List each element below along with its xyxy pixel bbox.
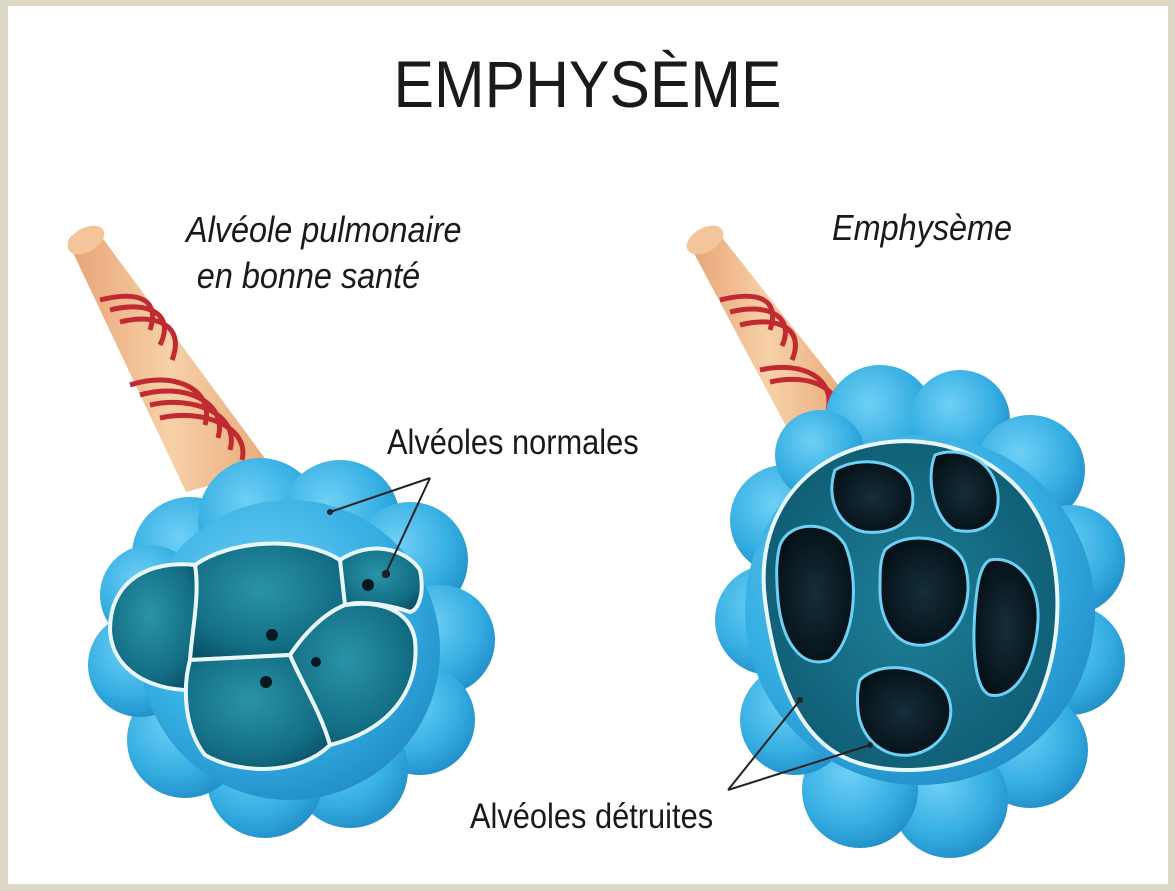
normal-alveoli-label: Alvéoles normales — [387, 423, 639, 463]
emphysema-alveolus — [682, 220, 1125, 858]
healthy-title-line1: Alvéole pulmonaire — [186, 207, 462, 253]
emphysema-title: Emphysème — [832, 207, 1012, 249]
healthy-alveolus-title: Alvéole pulmonaire en bonne santé — [186, 207, 462, 299]
healthy-title-line2: en bonne santé — [186, 253, 462, 299]
emphysema-bronchiole — [688, 231, 850, 430]
diagram-title: EMPHYSÈME — [47, 46, 1128, 122]
destroyed-alveoli-label: Alvéoles détruites — [470, 797, 713, 837]
healthy-alveolus — [63, 220, 495, 838]
